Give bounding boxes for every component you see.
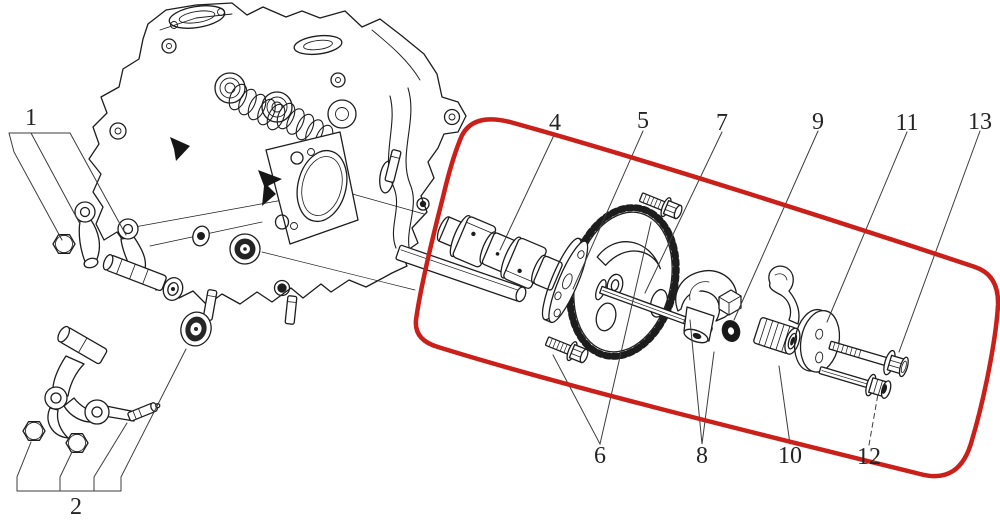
part-label-9: 9 — [812, 109, 824, 135]
valve-springs — [214, 72, 357, 152]
leader-part-10 — [778, 365, 791, 445]
part-label-12: 12 — [857, 444, 881, 470]
part-label-10: 10 — [778, 443, 802, 469]
part-label-2: 2 — [70, 494, 82, 520]
leader-part-8 — [689, 319, 715, 445]
part-labels: 1 2 4 5 6 7 8 9 10 11 12 13 — [25, 105, 992, 520]
part-label-7: 7 — [716, 110, 728, 136]
part-label-8: 8 — [696, 443, 708, 469]
retainer-plate — [541, 237, 589, 324]
leader-part-7 — [644, 131, 723, 294]
bolt-12 — [818, 366, 892, 399]
ratchet-gear — [753, 265, 801, 355]
rocker-arm-assembly-upper — [52, 201, 210, 301]
spring-seat — [229, 233, 261, 265]
combustion-chamber — [265, 131, 395, 245]
part-label-1: 1 — [25, 105, 37, 131]
flange-bolt-top — [638, 192, 683, 220]
leader-part-2-bracket — [16, 348, 187, 492]
roller-bearing — [180, 311, 212, 347]
seal-ring — [721, 319, 741, 343]
bolt-13 — [828, 340, 909, 378]
camshaft — [436, 214, 563, 291]
rocker-arm-assembly-lower — [22, 311, 212, 453]
part-label-6: 6 — [594, 443, 606, 469]
part-label-13: 13 — [968, 109, 992, 135]
highlight-region — [413, 117, 1000, 479]
dowel-pins — [202, 149, 402, 325]
part-label-11: 11 — [895, 110, 918, 136]
leader-part-11 — [826, 131, 908, 323]
flange-bolt-bottom — [544, 336, 589, 364]
cast-arrow-icon — [258, 170, 282, 206]
cylinder-head — [88, 2, 467, 325]
leader-part-12 — [868, 393, 879, 446]
cast-arrow-icon — [170, 137, 190, 161]
bolt-holes — [109, 38, 461, 297]
part-label-5: 5 — [637, 108, 649, 134]
part-label-4: 4 — [549, 110, 561, 136]
leader-part-4 — [499, 132, 556, 251]
leader-part-1-bracket — [8, 132, 127, 241]
adjuster-screw — [127, 402, 161, 422]
leader-part-9 — [733, 130, 819, 321]
top-cover-boss — [168, 5, 343, 56]
leader-part-13 — [898, 130, 981, 353]
